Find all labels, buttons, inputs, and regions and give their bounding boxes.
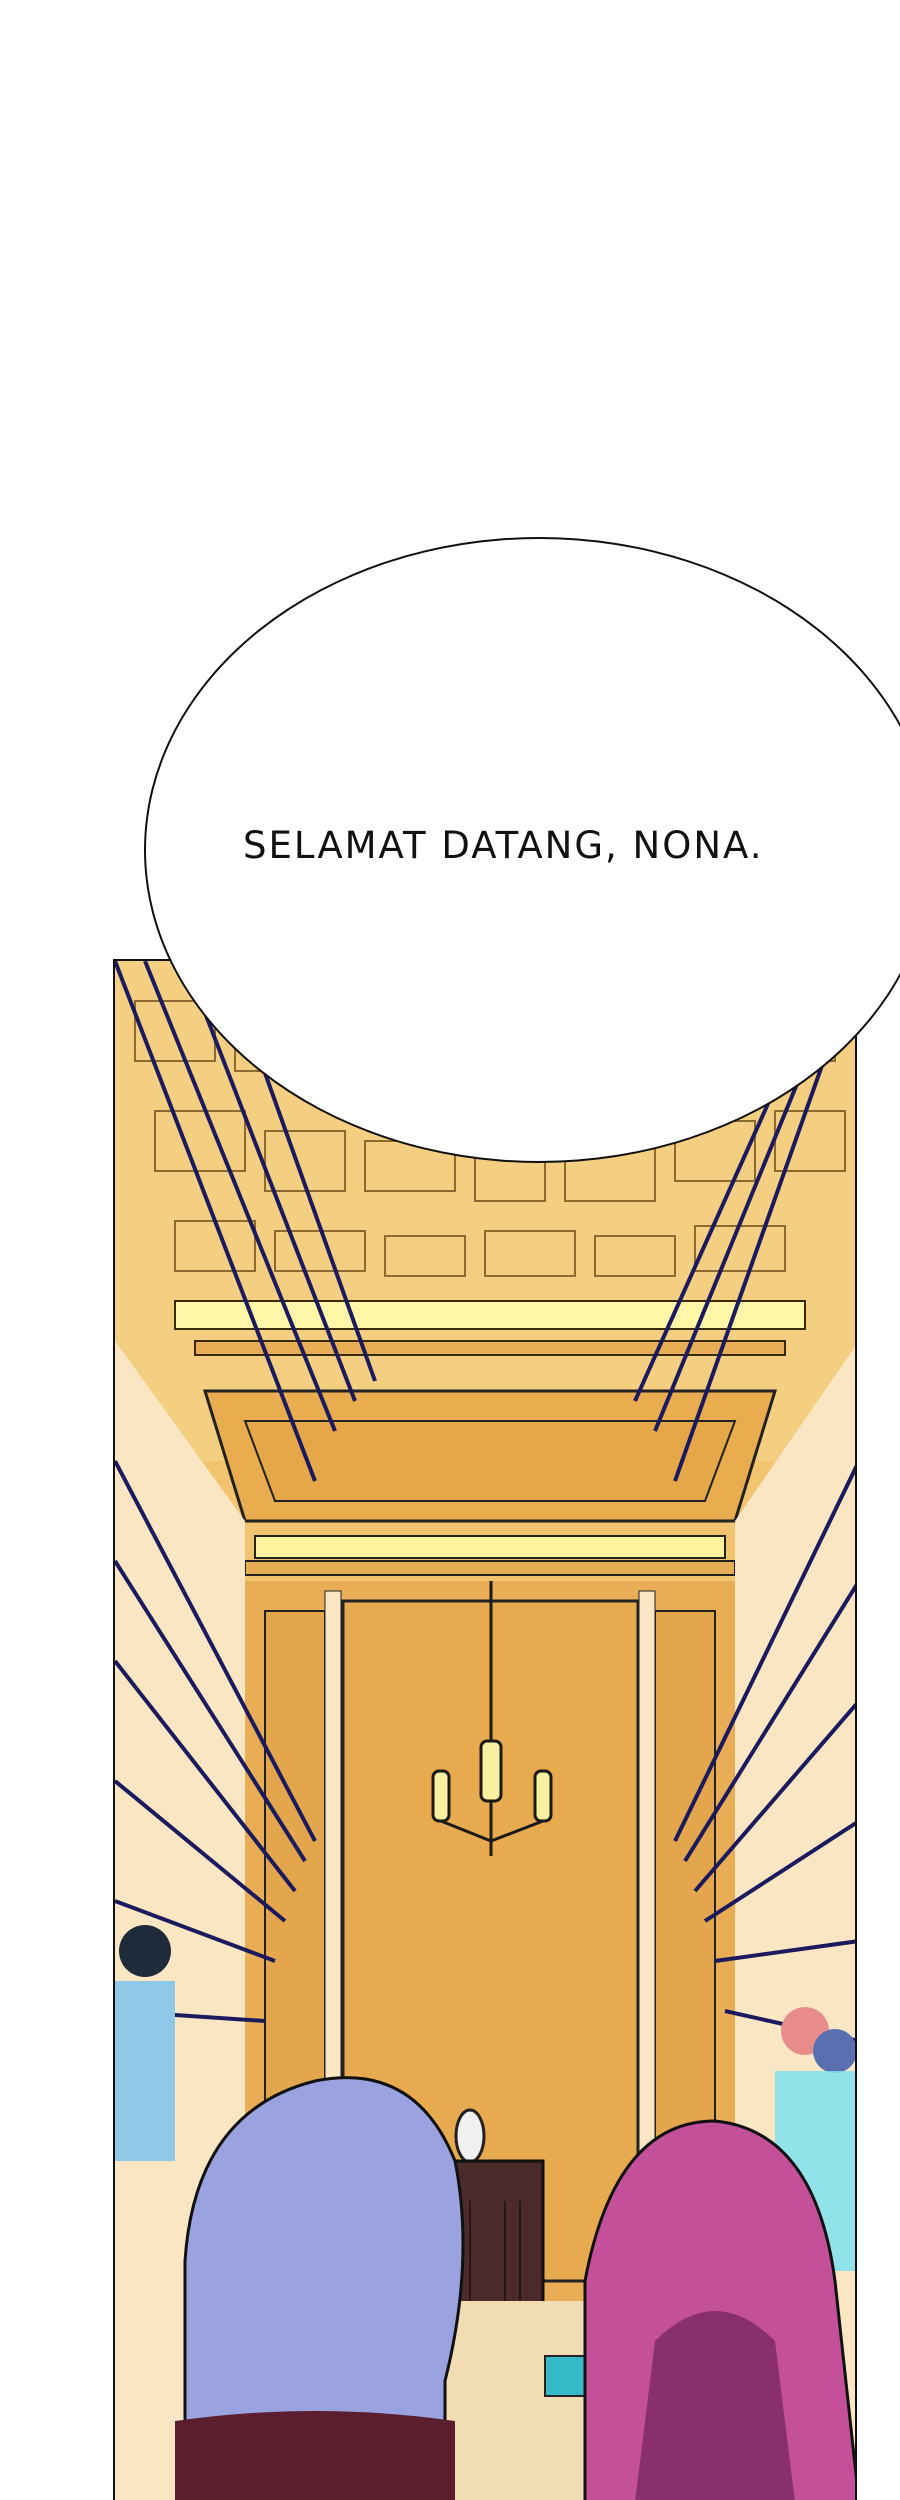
hall-illustration [115,961,855,2500]
speech-bubble [144,537,900,1163]
chandelier-icon [431,1581,553,1856]
speech-bubble-text: SELAMAT DATANG, NONA. [243,824,764,867]
comic-panel-hall [113,959,857,2500]
